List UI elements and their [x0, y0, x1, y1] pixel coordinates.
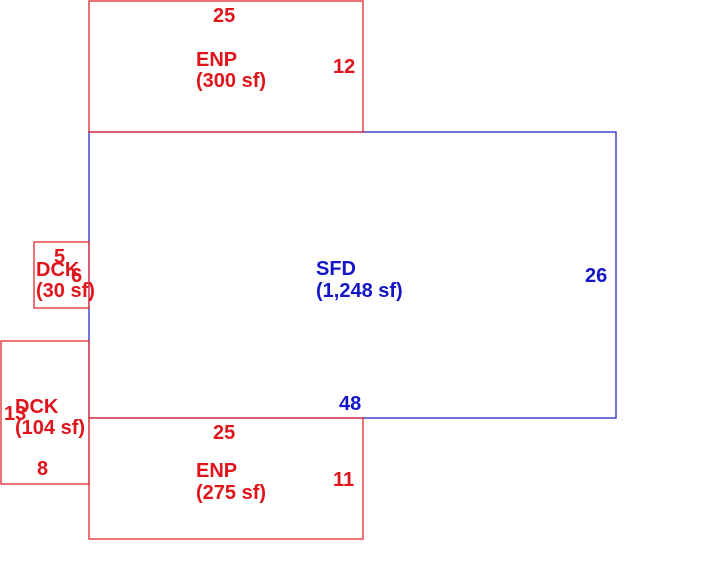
enp-bottom-dim-depth: 11 [333, 469, 354, 491]
sfd-code: SFD [316, 258, 356, 280]
dck-small-outline [33, 241, 90, 309]
sfd-dim-depth: 26 [585, 265, 607, 287]
enp-top-code: ENP [196, 49, 237, 71]
dck-large-dim-depth: 13 [4, 403, 26, 425]
dck-large-code: DCK [15, 396, 59, 418]
dck-small-dim-depth: 6 [71, 265, 82, 287]
enp-top-dim-width: 25 [213, 5, 235, 27]
enp-top-dim-depth: 12 [333, 56, 355, 78]
dck-small-dim-width: 5 [54, 246, 65, 268]
dck-small-area: (30 sf) [36, 280, 95, 302]
sfd-dim-width: 48 [339, 393, 361, 415]
enp-bottom-code: ENP [196, 460, 237, 482]
enp-bottom-dim-width: 25 [213, 422, 235, 444]
dck-large-dim-width: 8 [37, 458, 48, 480]
dck-small-code: DCK [36, 259, 80, 281]
enp-top-outline [88, 0, 364, 133]
dck-large-area: (104 sf) [15, 417, 85, 439]
enp-top-area: (300 sf) [196, 70, 266, 92]
dck-large-outline [0, 340, 90, 485]
enp-bottom-area: (275 sf) [196, 482, 266, 504]
sfd-area: (1,248 sf) [316, 280, 403, 302]
